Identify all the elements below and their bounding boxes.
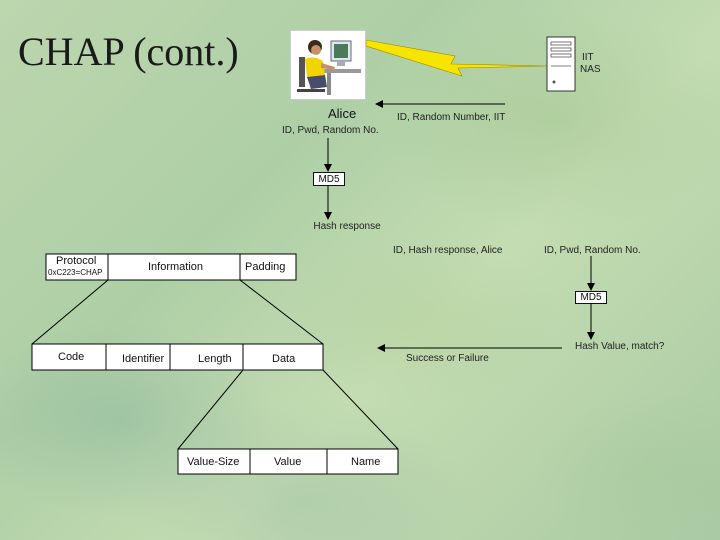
slide-title: CHAP (cont.) [18, 29, 239, 74]
challenge-label: ID, Random Number, IIT [397, 112, 506, 123]
ppp-packet-frame [45, 253, 297, 281]
hash-match-label: Hash Value, match? [575, 341, 665, 352]
protocol-field: Protocol [56, 255, 97, 267]
server-tower-icon [546, 36, 576, 92]
data-expand-left [177, 369, 244, 450]
lightning-link-icon [365, 39, 549, 77]
alice-md5-box: MD5 [313, 172, 345, 186]
data-field: Data [272, 353, 296, 365]
code-field: Code [58, 351, 85, 363]
protocol-code: 0xC223=CHAP [48, 268, 103, 277]
expand-line-left [31, 279, 109, 345]
data-expand-right [322, 369, 399, 450]
user-at-computer-icon [290, 30, 366, 100]
expand-line-right [239, 279, 324, 345]
value-field: Value [274, 456, 302, 468]
alice-inputs-label: ID, Pwd, Random No. [282, 125, 379, 136]
nas-md5-box: MD5 [575, 291, 607, 304]
name-field: Name [351, 456, 381, 468]
alice-label: Alice [328, 106, 357, 121]
nas-label-line1: IIT [582, 52, 594, 63]
data-fields-frame [177, 448, 399, 475]
chap-fields-frame [31, 343, 324, 371]
identifier-field: Identifier [122, 353, 165, 365]
nas-label-line2: NAS [580, 64, 601, 75]
information-field: Information [148, 261, 204, 273]
nas-inputs-label: ID, Pwd, Random No. [544, 245, 641, 256]
value-size-field: Value-Size [187, 456, 240, 468]
length-field: Length [198, 353, 232, 365]
to-nas-label: ID, Hash response, Alice [393, 245, 503, 256]
hash-response-label: Hash response [313, 221, 381, 232]
result-label: Success or Failure [406, 353, 489, 364]
padding-field: Padding [245, 261, 286, 273]
